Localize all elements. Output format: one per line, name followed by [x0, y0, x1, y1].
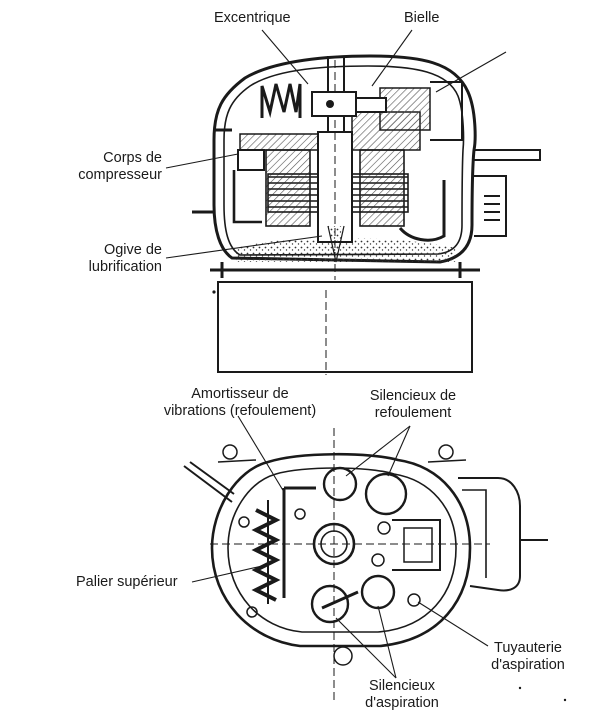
label-amortisseur-line2: vibrations (refoulement): [163, 403, 317, 419]
label-silencieux-refoulement: Silencieux de refoulement: [356, 388, 470, 422]
compressor-shell: [212, 54, 477, 264]
label-ogive-lubrification: Ogive de lubrification: [60, 242, 162, 276]
label-bielle-text: Bielle: [404, 10, 440, 26]
label-excentrique: Excentrique: [214, 10, 291, 27]
label-bielle: Bielle: [404, 10, 439, 27]
label-corps-line2: compresseur: [78, 167, 162, 183]
label-tuyauterie-aspiration: Tuyauterie d'aspiration: [478, 640, 578, 674]
label-sil-asp-line1: Silencieux: [368, 678, 436, 694]
label-sil-ref-line1: Silencieux de: [369, 388, 457, 404]
label-corps-line1: Corps de: [103, 150, 162, 166]
label-amortisseur-line1: Amortisseur de: [191, 386, 289, 402]
vibration-damper-coil: [251, 508, 281, 602]
label-ogive-line1: Ogive de: [103, 242, 162, 258]
label-palier-superieur: Palier supérieur: [76, 574, 178, 591]
oil-sump: [236, 238, 456, 262]
top-cross-section: [165, 29, 541, 375]
label-amortisseur: Amortisseur de vibrations (refoulement): [140, 386, 340, 420]
label-corps-compresseur: Corps de compresseur: [60, 150, 162, 184]
label-sil-asp-line2: d'aspiration: [365, 695, 439, 711]
label-tuyau-line2: d'aspiration: [491, 657, 565, 673]
label-palier-text: Palier supérieur: [76, 574, 178, 590]
label-sil-ref-line2: refoulement: [374, 405, 452, 421]
label-tuyau-line1: Tuyauterie: [494, 640, 562, 656]
label-ogive-line2: lubrification: [88, 259, 162, 275]
suspension-spring: [260, 83, 302, 118]
label-excentrique-text: Excentrique: [214, 10, 291, 26]
bottom-top-view: [183, 415, 548, 700]
label-silencieux-aspiration: Silencieux d'aspiration: [352, 678, 452, 712]
